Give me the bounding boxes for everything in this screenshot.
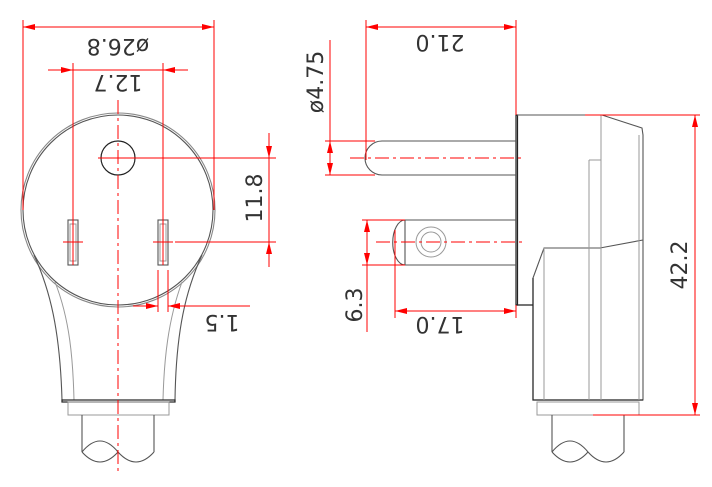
- dim-ground-pin-diameter: ø4.75: [304, 40, 375, 176]
- strain-relief: [536, 401, 640, 416]
- dim-label: 21.0: [416, 29, 465, 54]
- dim-label: ø26.8: [87, 33, 149, 58]
- cable: [81, 415, 155, 463]
- cable: [551, 415, 625, 463]
- side-view: 21.0 ø4.75 6.3 17.0 42.2: [304, 20, 700, 463]
- dim-label: 12.7: [94, 69, 143, 94]
- dim-label: 11.8: [243, 174, 268, 223]
- dim-outer-diameter: ø26.8: [22, 20, 215, 210]
- body-outline: [517, 114, 644, 401]
- dim-label: ø4.75: [304, 51, 329, 113]
- dim-label: 1.5: [205, 309, 240, 334]
- front-view: ø26.8 12.7 11.8 1.5: [20, 20, 276, 475]
- dim-blade-length: 17.0: [394, 230, 517, 336]
- ground-pin: [364, 140, 516, 176]
- face-plate: [515, 114, 519, 306]
- dim-blade-spacing: 12.7: [48, 63, 188, 265]
- dim-label: 6.3: [343, 288, 368, 323]
- dim-blade-thickness: 1.5: [133, 270, 250, 334]
- dim-pin-to-blade: 11.8: [140, 133, 276, 267]
- dim-label: 17.0: [416, 311, 465, 336]
- dim-blade-width: 6.3: [343, 219, 405, 332]
- dim-body-height: 42.2: [585, 114, 700, 416]
- dim-label: 42.2: [668, 241, 693, 290]
- handle-outline: [33, 254, 203, 401]
- dim-ground-pin-length: 21.0: [365, 20, 517, 160]
